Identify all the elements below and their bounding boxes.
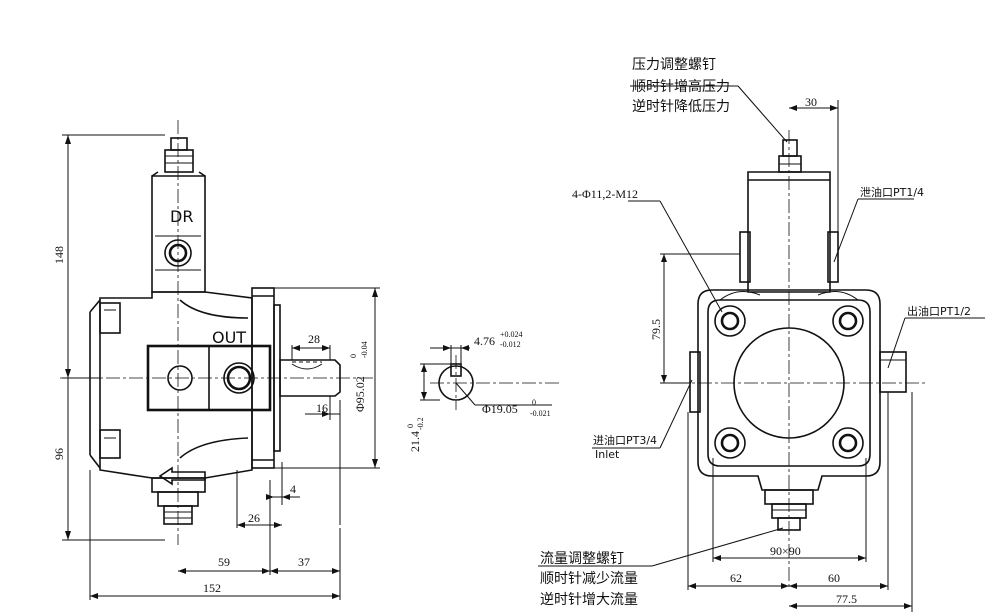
dim-height-79-5: 79.5 [649, 319, 663, 340]
out-port-label: OUT [212, 328, 246, 347]
pressure-screw-note-2: 顺时针增高压力 [632, 78, 730, 95]
dim-key-offset: 16 [316, 401, 328, 415]
dim-key-width-tol-upper: +0.024 [500, 330, 523, 339]
dim-square: 90×90 [770, 544, 801, 558]
side-view: DR OUT [52, 120, 380, 600]
dim-overall-length: 152 [203, 581, 221, 595]
dim-right-77-5: 77.5 [836, 592, 857, 606]
dim-lower-height: 96 [52, 448, 66, 460]
dim-key-height: 21.4 [408, 431, 422, 452]
flow-screw-note-1: 流量调整螺钉 [540, 551, 624, 567]
pressure-screw-note-3: 逆时针降低压力 [632, 99, 730, 115]
dim-shaft-length: 26 [248, 511, 260, 525]
dim-right-60: 60 [828, 571, 840, 585]
dim-flange-thickness: 4 [290, 482, 296, 496]
pressure-screw-note-1: 压力调整螺钉 [632, 57, 716, 73]
dim-left-62: 62 [730, 571, 742, 585]
flow-screw-note-2: 顺时针减少流量 [540, 571, 638, 587]
dim-key-height-tol-lower: -0.2 [416, 417, 425, 430]
dim-screw-offset: 30 [805, 95, 817, 109]
dim-flange-dia-tol-lower: -0.04 [360, 341, 369, 358]
dim-len-37: 37 [298, 555, 310, 569]
inlet-port-note: 进油口PT3/4 [593, 433, 657, 447]
shaft-section: 4.76 +0.024 -0.012 Φ19.05 0 -0.021 21.4 … [406, 330, 560, 452]
front-view: 30 79.5 90×90 62 60 77.5 压力调整螺钉 [538, 57, 985, 612]
dim-overall-height: 148 [52, 246, 66, 264]
outlet-port-note: 出油口PT1/2 [907, 304, 971, 318]
dim-shaft-diameter: Φ19.05 [482, 402, 518, 416]
dim-shaft-dia-tol-upper: 0 [532, 398, 536, 407]
dim-key-height-tol-upper: 0 [406, 424, 415, 428]
dim-key-width-tol-lower: -0.012 [500, 340, 521, 349]
dim-key-width: 4.76 [474, 334, 495, 348]
dim-len-59: 59 [218, 555, 230, 569]
flow-screw-note-3: 逆时针增大流量 [540, 592, 638, 608]
dim-flange-diameter: Φ95.02 [353, 376, 367, 412]
dim-key-length: 28 [308, 332, 320, 346]
dr-port-label: DR [170, 207, 193, 226]
dim-shaft-dia-tol-lower: -0.021 [530, 409, 551, 418]
dim-flange-dia-tol-upper: 0 [349, 354, 358, 358]
drain-port-note: 泄油口PT1/4 [860, 185, 924, 199]
inlet-port-note-en: Inlet [595, 448, 620, 461]
mount-holes-note: 4-Φ11,2-M12 [572, 187, 638, 201]
